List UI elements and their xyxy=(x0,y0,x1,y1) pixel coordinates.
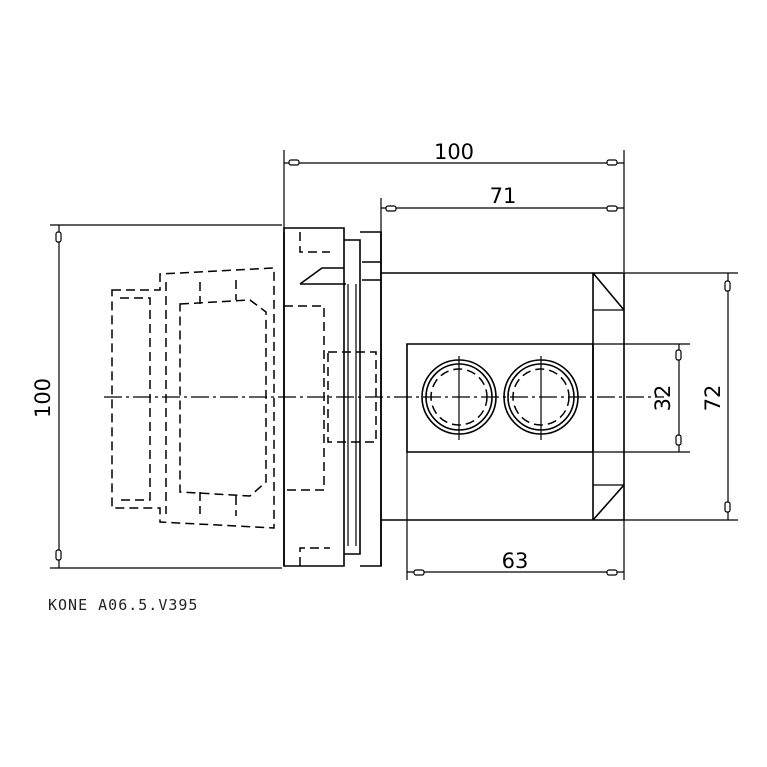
bore-right xyxy=(503,356,579,440)
bore-left xyxy=(421,356,497,440)
dim-block-height: 72 xyxy=(624,272,738,521)
dim-bore-spacing: 32 xyxy=(594,343,690,453)
drawing-caption: KONE A06.5.V395 xyxy=(48,596,199,614)
dim-overall-height-label: 100 xyxy=(31,378,55,418)
dim-block-height-label: 72 xyxy=(701,385,725,412)
dim-overall-length-label: 100 xyxy=(434,140,474,164)
shank xyxy=(111,232,377,566)
dim-body-length: 71 xyxy=(380,184,624,232)
dim-overall-length: 100 xyxy=(283,140,625,272)
dim-body-length-label: 71 xyxy=(490,184,517,208)
dim-overall-height: 100 xyxy=(31,224,282,569)
dim-block-length: 63 xyxy=(406,452,625,580)
dim-bore-spacing-label: 32 xyxy=(651,385,675,412)
dim-block-length-label: 63 xyxy=(502,549,529,573)
